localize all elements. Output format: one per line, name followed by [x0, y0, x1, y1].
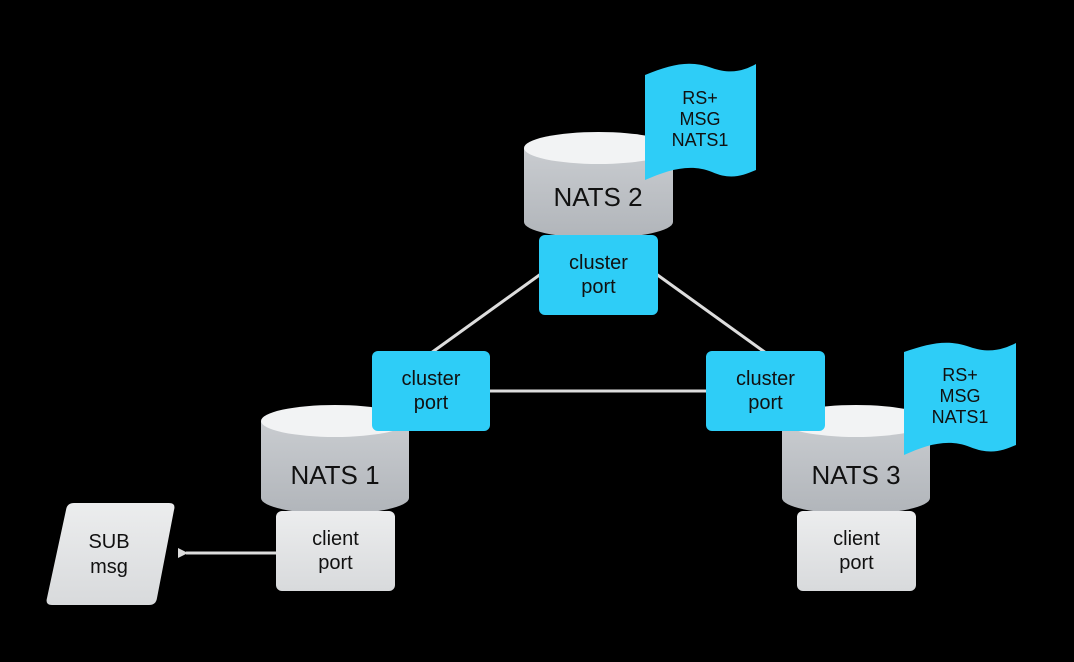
cylinder-icon [261, 421, 409, 514]
server-label: NATS 2 [553, 182, 642, 212]
server-nats2: NATS 2 [524, 132, 673, 238]
document-flag-icon [645, 63, 756, 181]
parallelogram-icon [46, 503, 175, 605]
flag-line1: RS+ [682, 88, 718, 108]
port-label-line1: client [312, 528, 359, 550]
link-nats2-nats3 [651, 269, 767, 355]
cluster-port-nats2: cluster port [539, 235, 658, 315]
server-nats1: NATS 1 [261, 405, 409, 514]
server-label: NATS 1 [290, 460, 379, 490]
port-label-line2: port [414, 392, 449, 414]
cylinder-top [524, 132, 673, 164]
port-label-line1: cluster [569, 252, 628, 274]
client-port-nats1: client port [276, 511, 395, 591]
flag-line2: MSG [939, 386, 980, 406]
link-nats2-nats1 [430, 269, 546, 355]
cylinder-icon [782, 421, 930, 514]
flag-line3: NATS1 [932, 407, 989, 427]
cluster-port-nats3: cluster port [706, 351, 825, 431]
port-label-line1: client [833, 528, 880, 550]
flag-line1: RS+ [942, 365, 978, 385]
port-label-line1: cluster [402, 368, 461, 390]
document-flag-icon [904, 342, 1016, 455]
port-label-line2: port [318, 552, 353, 574]
flag-line3: NATS1 [672, 130, 729, 150]
port-label-line2: port [839, 552, 874, 574]
message-flag-nats3: RS+ MSG NATS1 [904, 342, 1016, 455]
subscriber-node: SUB msg [46, 503, 175, 605]
cylinder-icon [524, 148, 673, 238]
client-port-nats3: client port [797, 511, 916, 591]
message-flag-nats2: RS+ MSG NATS1 [645, 63, 756, 181]
cluster-port-nats1: cluster port [372, 351, 490, 431]
port-label-line1: cluster [736, 368, 795, 390]
port-label-line2: port [581, 276, 616, 298]
flag-line2: MSG [679, 109, 720, 129]
server-label: NATS 3 [811, 460, 900, 490]
subscriber-line1: SUB [88, 531, 129, 553]
port-label-line2: port [748, 392, 783, 414]
subscriber-line2: msg [90, 556, 128, 578]
